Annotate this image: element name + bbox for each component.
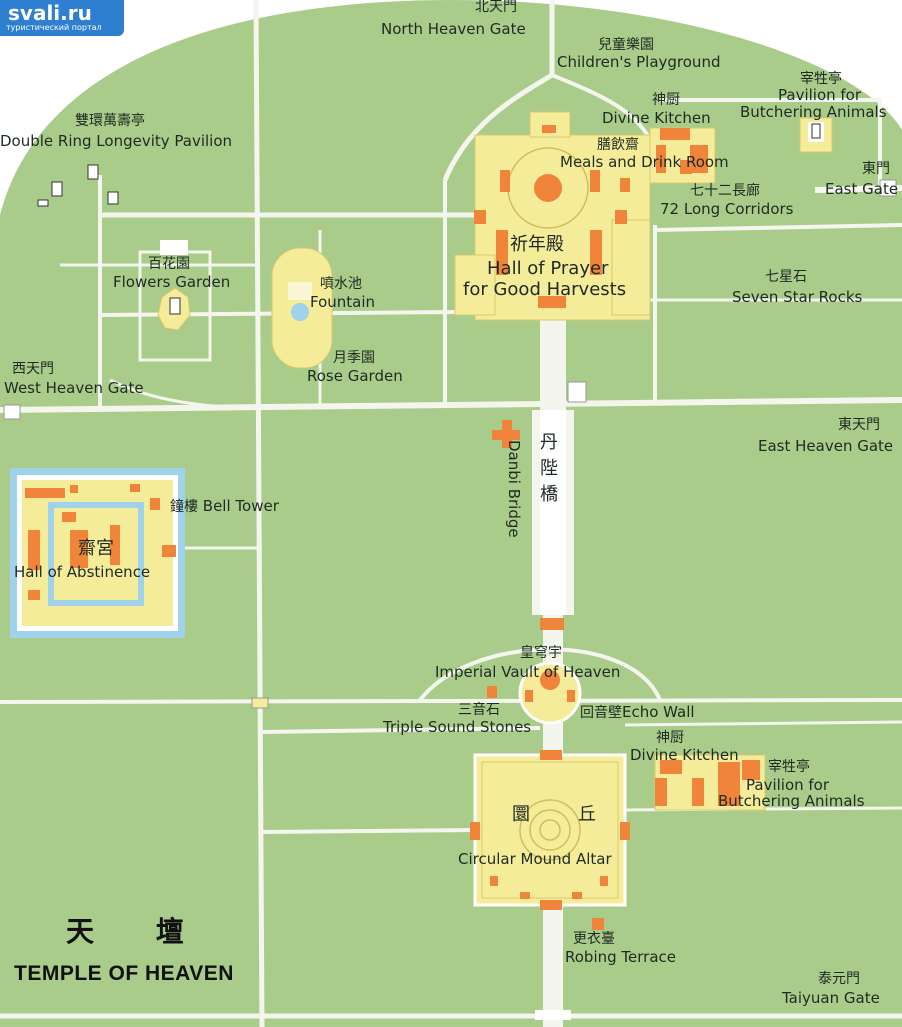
pavilion-top-zh: 宰牲亭 bbox=[800, 71, 842, 87]
seven-star-en: Seven Star Rocks bbox=[732, 288, 863, 306]
circular-mound-zh1: 圜 bbox=[512, 804, 530, 825]
flowers-garden-en: Flowers Garden bbox=[113, 273, 231, 291]
double-ring-pavilions bbox=[37, 164, 119, 207]
rose-garden-en: Rose Garden bbox=[307, 367, 403, 385]
abstinence-zh: 齋宮 bbox=[78, 538, 114, 559]
west-gate-zh: 西天門 bbox=[12, 361, 54, 377]
imperial-vault-zh: 皇穹宇 bbox=[520, 645, 562, 661]
robing-terrace-en: Robing Terrace bbox=[565, 948, 676, 966]
fountain-en: Fountain bbox=[310, 293, 376, 311]
echo-wall-label: 回音壁Echo Wall bbox=[580, 703, 695, 721]
corridors-zh: 七十二長廊 bbox=[690, 183, 760, 199]
logo-site: svali.ru bbox=[8, 1, 92, 25]
logo-tagline: туристический портал bbox=[6, 23, 102, 32]
seven-star-zh: 七星石 bbox=[765, 269, 807, 285]
danbi-bridge-zh: 丹陛橋 bbox=[540, 432, 558, 506]
corridors-en: 72 Long Corridors bbox=[660, 200, 794, 218]
north-gate-en: North Heaven Gate bbox=[381, 20, 526, 38]
bell-tower-en: Bell Tower bbox=[202, 497, 279, 515]
rose-garden-zh: 月季園 bbox=[333, 350, 375, 366]
meals-drink-en: Meals and Drink Room bbox=[560, 153, 729, 171]
east-heaven-gate-zh: 東天門 bbox=[838, 417, 880, 433]
east-gate-en: East Gate bbox=[825, 180, 899, 198]
divine-kitchen-bottom-en: Divine Kitchen bbox=[630, 746, 739, 764]
double-ring-zh: 雙環萬壽亭 bbox=[75, 113, 145, 129]
circular-mound-complex bbox=[470, 750, 630, 910]
robing-terrace-zh: 更衣臺 bbox=[573, 931, 615, 947]
fountain-zh: 噴水池 bbox=[320, 276, 362, 292]
meals-drink-zh: 膳飲齋 bbox=[597, 137, 639, 153]
childrens-playground-zh: 兒童樂園 bbox=[598, 37, 654, 53]
hall-of-prayer-complex bbox=[454, 111, 651, 321]
west-gate-en: West Heaven Gate bbox=[4, 379, 144, 397]
map-title-en: TEMPLE OF HEAVEN bbox=[14, 962, 234, 985]
triple-sound-zh: 三音石 bbox=[458, 702, 500, 718]
abstinence-en: Hall of Abstinence bbox=[14, 563, 151, 581]
divine-kitchen-top-zh: 神厨 bbox=[652, 92, 680, 108]
pavilion-bottom-en2: Butchering Animals bbox=[718, 792, 865, 810]
triple-sound-en: Triple Sound Stones bbox=[383, 718, 532, 736]
taiyuan-gate-zh: 泰元門 bbox=[818, 971, 860, 987]
bell-tower-label: 鐘樓 Bell Tower bbox=[170, 497, 279, 515]
svali-logo: svali.ru туристический портал bbox=[0, 0, 124, 36]
pavilion-bottom-en1: Pavilion for bbox=[746, 776, 830, 794]
pavilion-top-en1: Pavilion for bbox=[778, 86, 862, 104]
imperial-vault-en: Imperial Vault of Heaven bbox=[435, 663, 621, 681]
hall-prayer-en1: Hall of Prayer bbox=[487, 258, 609, 279]
divine-kitchen-bottom-zh: 神厨 bbox=[656, 730, 684, 746]
divine-kitchen-top-en: Divine Kitchen bbox=[602, 109, 711, 127]
hall-prayer-en2: for Good Harvests bbox=[463, 279, 627, 300]
circular-mound-zh2: 丘 bbox=[578, 804, 596, 825]
taiyuan-gate-en: Taiyuan Gate bbox=[782, 989, 880, 1007]
echo-wall-zh: 回音壁 bbox=[580, 705, 622, 721]
pavilion-bottom-zh: 宰牲亭 bbox=[768, 759, 810, 775]
east-gate-zh: 東門 bbox=[862, 161, 890, 177]
north-gate-zh: 北天門 bbox=[475, 0, 517, 15]
circular-mound-en: Circular Mound Altar bbox=[458, 850, 612, 868]
hall-prayer-zh: 祈年殿 bbox=[510, 234, 564, 255]
childrens-playground-en: Children's Playground bbox=[557, 53, 721, 71]
map-title-zh: 天 壇 bbox=[66, 915, 210, 948]
flowers-garden-zh: 百花園 bbox=[148, 256, 190, 272]
bell-tower-zh: 鐘樓 bbox=[170, 499, 198, 515]
echo-wall-en: Echo Wall bbox=[622, 703, 695, 721]
double-ring-en: Double Ring Longevity Pavilion bbox=[0, 132, 233, 150]
pavilion-top-en2: Butchering Animals bbox=[740, 103, 887, 121]
east-heaven-gate-en: East Heaven Gate bbox=[758, 437, 894, 455]
danbi-bridge-en: Danbi Bridge bbox=[505, 440, 523, 538]
hall-of-abstinence-complex bbox=[10, 468, 185, 638]
